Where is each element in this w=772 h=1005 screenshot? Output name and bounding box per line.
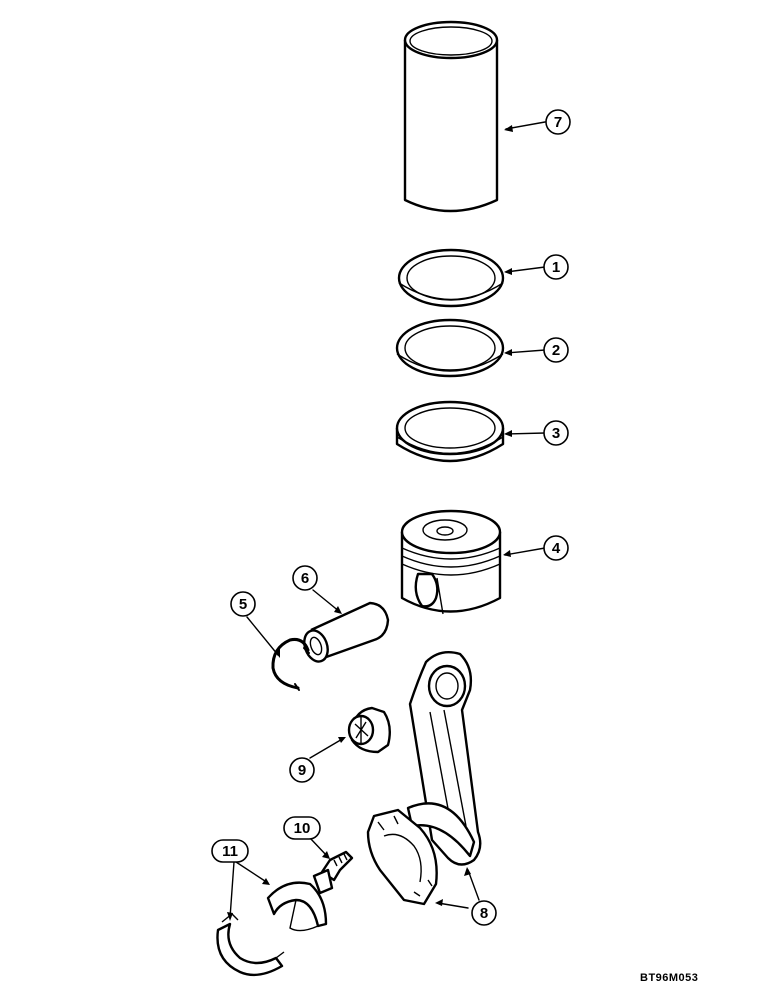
callout-9: 9: [289, 757, 315, 783]
callout-9-label: 9: [298, 762, 306, 779]
callout-8-label: 8: [480, 905, 488, 922]
callout-3-label: 3: [552, 425, 560, 442]
pin-bushing: [347, 706, 391, 754]
piston-ring-second: [395, 318, 505, 378]
bearing-shell-lower: [216, 913, 285, 977]
callout-11: 11: [211, 839, 249, 863]
callout-6-label: 6: [301, 570, 309, 587]
leader-lines: [229, 121, 546, 919]
callout-4-label: 4: [552, 540, 561, 557]
callout-1-label: 1: [552, 259, 560, 276]
bearing-shell-upper: [266, 881, 328, 932]
piston-ring-oil: [395, 400, 505, 463]
callout-2: 2: [543, 337, 569, 363]
piston-pin: [303, 601, 390, 663]
rod-bolt: [312, 850, 354, 895]
callout-7: 7: [545, 109, 571, 135]
callout-11-label: 11: [222, 843, 238, 860]
callout-5: 5: [230, 591, 256, 617]
piston-ring-top: [397, 248, 505, 308]
snap-ring: [271, 638, 310, 691]
connecting-rod: [366, 651, 482, 906]
callout-5-label: 5: [239, 596, 247, 613]
callout-1: 1: [543, 254, 569, 280]
callout-3: 3: [543, 420, 569, 446]
callout-8: 8: [471, 900, 497, 926]
callout-6: 6: [292, 565, 318, 591]
callout-2-label: 2: [552, 342, 560, 359]
callout-7-label: 7: [554, 114, 562, 131]
piston: [400, 509, 502, 615]
callout-10: 10: [283, 816, 321, 840]
drawing-code: BT96M053: [640, 972, 699, 984]
callout-4: 4: [543, 535, 569, 561]
leader-arrowheads: [227, 125, 513, 921]
cylinder-sleeve: [403, 20, 499, 213]
callout-10-label: 10: [294, 820, 311, 837]
